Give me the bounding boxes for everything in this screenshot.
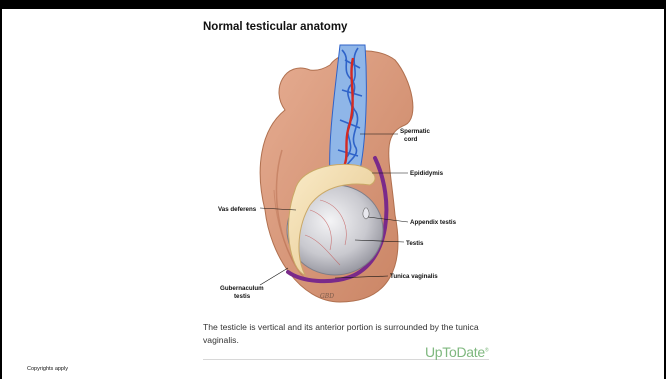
figure-title: Normal testicular anatomy	[203, 21, 347, 33]
copyright-notice: Copyrights apply	[27, 366, 68, 372]
brand-name: UpToDate	[425, 344, 485, 360]
label-testis: Testis	[406, 240, 424, 247]
uptodate-logo: UpToDate®	[425, 344, 488, 360]
testicular-anatomy-illustration: Spermatic cord Epididymis Appendix testi…	[190, 40, 490, 315]
artist-signature: GBD	[320, 293, 334, 300]
label-spermatic-cord-2: cord	[404, 136, 418, 143]
label-vas-deferens: Vas deferens	[218, 206, 257, 213]
label-epididymis: Epididymis	[410, 170, 444, 177]
appendix-testis	[363, 208, 369, 219]
label-gubernaculum-2: testis	[234, 293, 251, 300]
label-gubernaculum-1: Gubernaculum	[220, 285, 264, 292]
brand-mark: ®	[485, 347, 488, 353]
label-appendix-testis: Appendix testis	[410, 219, 457, 226]
label-spermatic-cord-1: Spermatic	[400, 128, 430, 135]
label-tunica-vaginalis: Tunica vaginalis	[390, 273, 438, 280]
